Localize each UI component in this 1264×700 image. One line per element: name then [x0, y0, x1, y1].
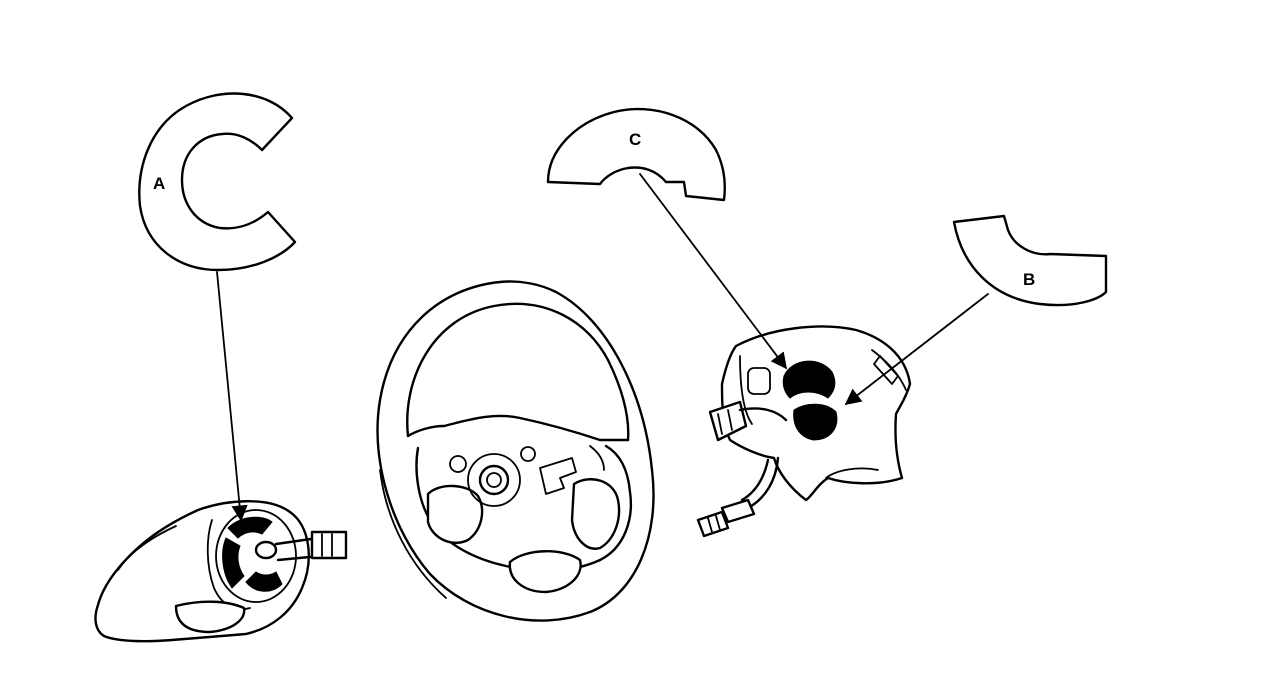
callout-b-detail: B [952, 214, 1108, 307]
callout-b-label: B [1023, 270, 1035, 289]
leader-line-c [639, 173, 787, 370]
steering-wheel [376, 280, 655, 622]
callout-a-label: A [153, 174, 165, 193]
callout-a-detail: A [138, 92, 297, 272]
steering-wheel-cover [696, 325, 912, 538]
leader-line-a [216, 271, 248, 522]
steering-column-cable-reel [94, 500, 348, 643]
callout-c-detail: C [546, 107, 726, 202]
callout-c-label: C [629, 130, 641, 149]
leader-line-b [844, 293, 989, 405]
